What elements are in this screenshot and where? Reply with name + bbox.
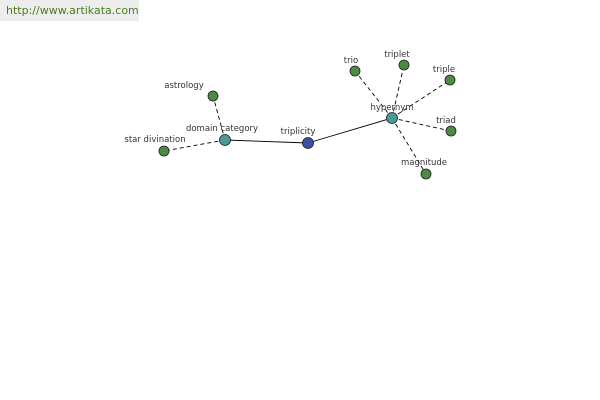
node-label-astrology[interactable]: astrology (164, 81, 203, 91)
node-label-trio[interactable]: trio (344, 56, 358, 66)
graph-labels: triplicity domain category hypernym astrolo… (124, 50, 456, 168)
node-magnitude[interactable] (420, 168, 432, 180)
edge-triplicity-domain-category (224, 139, 309, 144)
node-astrology[interactable] (207, 90, 219, 102)
source-url-text: http://www.artikata.com (6, 4, 139, 17)
graph-edges (163, 64, 452, 175)
node-triplicity[interactable] (302, 137, 314, 149)
node-star-divination[interactable] (158, 145, 170, 157)
edge-hypernym-trio (354, 70, 393, 119)
node-triple[interactable] (444, 74, 456, 86)
node-label-triplicity[interactable]: triplicity (281, 127, 316, 137)
node-label-triad[interactable]: triad (436, 116, 456, 126)
node-label-magnitude[interactable]: magnitude (401, 158, 447, 168)
graph-nodes (158, 59, 457, 180)
node-triad[interactable] (445, 125, 457, 137)
edge-hypernym-triplet (391, 64, 405, 119)
edge-triplicity-hypernym (307, 117, 393, 144)
edge-domain-category-star-divination (163, 139, 226, 152)
node-trio[interactable] (349, 65, 361, 77)
edge-domain-category-astrology (212, 95, 226, 141)
node-hypernym[interactable] (386, 112, 398, 124)
node-label-star-divination[interactable]: star divination (124, 135, 185, 145)
edge-hypernym-triple (391, 79, 451, 119)
node-label-domain-category[interactable]: domain category (186, 124, 258, 134)
edge-hypernym-triad (391, 117, 452, 132)
node-label-triple[interactable]: triple (433, 65, 455, 75)
source-url-banner[interactable]: http://www.artikata.com (0, 0, 139, 21)
edge-hypernym-magnitude (391, 117, 427, 175)
node-label-triplet[interactable]: triplet (384, 50, 410, 60)
node-domain-category[interactable] (219, 134, 231, 146)
node-triplet[interactable] (398, 59, 410, 71)
node-label-hypernym[interactable]: hypernym (370, 103, 413, 113)
